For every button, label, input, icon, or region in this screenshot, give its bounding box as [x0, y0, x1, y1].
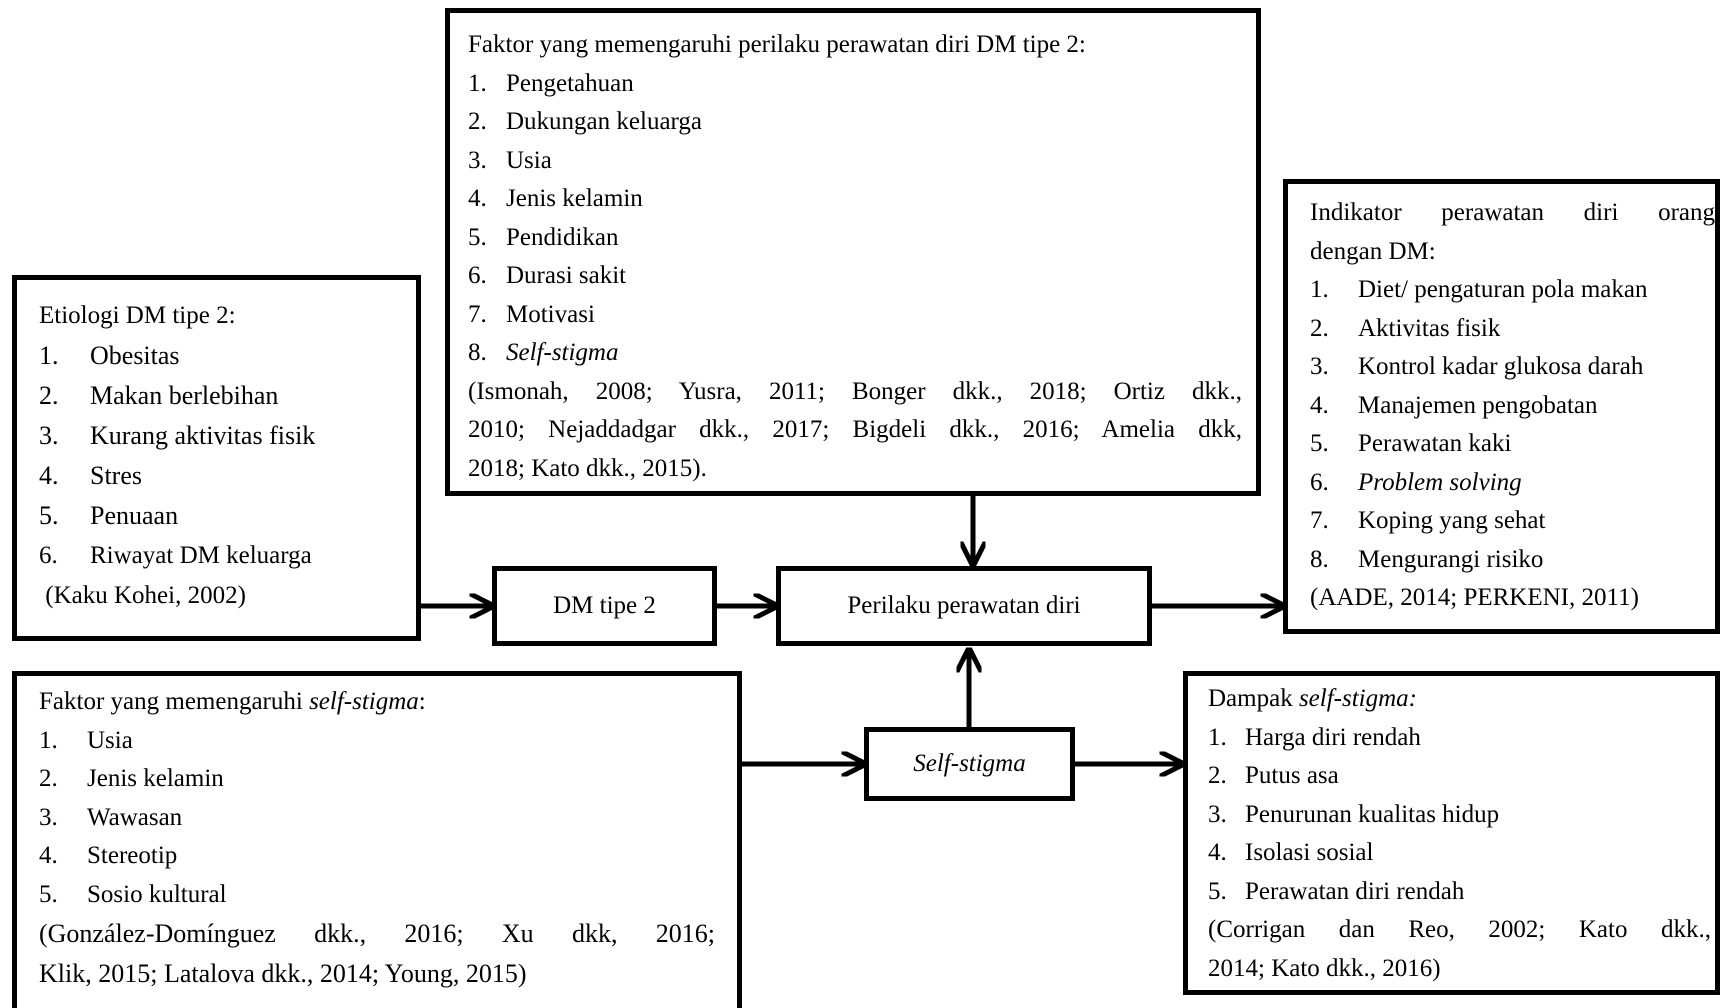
etiology-box: Etiologi DM tipe 2: 1.Obesitas 2.Makan b…	[12, 275, 421, 641]
list-item: 3.Kurang aktivitas fisik	[39, 421, 316, 450]
list-item: 3.Kontrol kadar glukosa darah	[1310, 353, 1644, 380]
list-item: 3.Wawasan	[39, 803, 183, 831]
list-item: 5.Perawatan kaki	[1310, 430, 1512, 457]
list-item: 1.Diet/ pengaturan pola makan	[1310, 276, 1648, 303]
stigma-factors-citation-line: (González-Domínguez dkk., 2016; Xu dkk, …	[39, 919, 715, 948]
list-item: 1.Pengetahuan	[468, 69, 634, 97]
list-item: 1.Usia	[39, 726, 133, 754]
impact-citation-line: (Corrigan dan Reo, 2002; Kato dkk.,	[1208, 916, 1711, 943]
etiology-citation: (Kaku Kohei, 2002)	[39, 582, 246, 609]
etiology-title: Etiologi DM tipe 2:	[39, 302, 236, 329]
list-item: 2.Jenis kelamin	[39, 765, 224, 792]
list-item: 4.Stereotip	[39, 842, 178, 869]
list-item: 8.Self-stigma	[468, 339, 619, 366]
list-item: 5.Sosio kultural	[39, 880, 227, 908]
list-item: 1.Harga diri rendah	[1208, 723, 1421, 751]
node-dm-tipe-2: DM tipe 2	[492, 566, 717, 646]
indicator-title-line: Indikator perawatan diri orang	[1310, 199, 1715, 226]
factors-citation-line: (Ismonah, 2008; Yusra, 2011; Bonger dkk.…	[468, 377, 1242, 405]
list-item: 4.Isolasi sosial	[1208, 839, 1374, 866]
indicator-citation: (AADE, 2014; PERKENI, 2011)	[1310, 584, 1639, 611]
list-item: 4.Jenis kelamin	[468, 185, 643, 212]
impact-citation-line: 2014; Kato dkk., 2016)	[1208, 954, 1441, 982]
list-item: 6.Problem solving	[1310, 468, 1522, 496]
list-item: 5.Penuaan	[39, 501, 179, 530]
node-perilaku-perawatan-diri: Perilaku perawatan diri	[776, 566, 1152, 646]
list-item: 6.Durasi sakit	[468, 262, 627, 289]
list-item: 1.Obesitas	[39, 341, 180, 370]
impact-title: Dampak self-stigma:	[1208, 685, 1417, 712]
list-item: 7.Koping yang sehat	[1310, 507, 1546, 534]
list-item: 8.Mengurangi risiko	[1310, 545, 1544, 573]
stigma-factors-title: Faktor yang memengaruhi self-stigma:	[39, 688, 426, 715]
list-item: 4.Manajemen pengobatan	[1310, 391, 1598, 419]
list-item: 5.Pendidikan	[468, 223, 619, 251]
factors-citation-line: 2010; Nejaddadgar dkk., 2017; Bigdeli dk…	[468, 416, 1242, 443]
list-item: 2.Dukungan keluarga	[468, 108, 703, 135]
indicator-box: Indikator perawatan diri orang dengan DM…	[1283, 179, 1720, 634]
list-item: 2.Putus asa	[1208, 762, 1339, 789]
list-item: 2.Aktivitas fisik	[1310, 314, 1501, 342]
node-self-stigma: Self-stigma	[864, 727, 1075, 801]
list-item: 3.Usia	[468, 146, 552, 174]
impact-box: Dampak self-stigma: 1.Harga diri rendah …	[1183, 671, 1720, 995]
factors-title: Faktor yang memengaruhi perilaku perawat…	[468, 31, 1086, 58]
stigma-factors-citation-line: Klik, 2015; Latalova dkk., 2014; Young, …	[39, 959, 527, 988]
list-item: 2.Makan berlebihan	[39, 381, 279, 410]
list-item: 5.Perawatan diri rendah	[1208, 877, 1465, 905]
list-item: 7.Motivasi	[468, 300, 595, 328]
list-item: 3.Penurunan kualitas hidup	[1208, 800, 1500, 828]
stigma-factors-box: Faktor yang memengaruhi self-stigma: 1.U…	[12, 671, 742, 1008]
factors-box: Faktor yang memengaruhi perilaku perawat…	[445, 8, 1261, 496]
list-item: 4.Stres	[39, 461, 142, 490]
factors-citation-line: 2018; Kato dkk., 2015).	[468, 454, 707, 482]
list-item: 6.Riwayat DM keluarga	[39, 542, 312, 569]
indicator-title-line: dengan DM:	[1310, 237, 1436, 265]
